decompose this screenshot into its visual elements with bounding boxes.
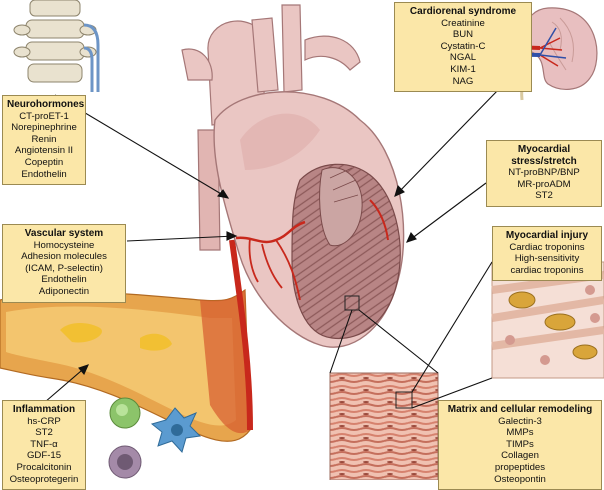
list-item: NGAL — [449, 52, 477, 64]
list-item: Endothelin — [21, 168, 67, 180]
biomarker-diagram — [0, 0, 604, 480]
connector-lines — [44, 87, 501, 409]
list-item: KIM-1 — [450, 63, 476, 75]
list-item: TNF-α — [30, 438, 58, 450]
list-item: Adiponectin — [38, 285, 90, 297]
list-item: Norepinephrine — [11, 122, 77, 134]
list-item: cardiac troponins — [510, 264, 584, 276]
list-item: Cardiac troponins — [509, 241, 585, 253]
box-title: Cardiorenal syndrome — [409, 6, 517, 17]
list-item: NAG — [452, 75, 474, 87]
list-item: Galectin-3 — [498, 415, 542, 427]
list-item: Cystatin-C — [440, 40, 486, 52]
list-item: Renin — [31, 133, 57, 145]
box-title: Neurohormones — [7, 99, 85, 110]
list-item: Homocysteine — [33, 239, 95, 251]
list-item: Collagen — [501, 450, 539, 462]
list-item: High-sensitivity — [514, 253, 580, 265]
list-item: Creatinine — [441, 17, 485, 29]
list-item: Adhesion molecules — [21, 251, 107, 263]
blood-vessel-illustration — [0, 239, 253, 442]
box-title: Myocardial injury — [505, 230, 589, 241]
list-item: BUN — [452, 29, 474, 41]
neurohormones-box: Neurohormones CT-proET-1 Norepinephrine … — [2, 95, 86, 186]
box-title: Myocardial stress/stretch — [511, 144, 577, 167]
myocardial-injury-box: Myocardial injury Cardiac troponins High… — [492, 226, 602, 282]
list-item: Endothelin — [41, 274, 87, 286]
list-item: GDF-15 — [26, 450, 62, 462]
myocardial-tissue-inset — [329, 372, 439, 480]
list-item: ST2 — [35, 427, 53, 439]
myocardial-stress-box: Myocardial stress/stretch NT-proBNP/BNP … — [486, 140, 602, 207]
list-item: Copeptin — [24, 156, 64, 168]
list-item: hs-CRP — [27, 415, 61, 427]
list-item: NT-proBNP/BNP — [508, 167, 580, 179]
spine-illustration — [13, 0, 100, 92]
vascular-system-box: Vascular system Homocysteine Adhesion mo… — [2, 224, 126, 303]
inflammation-box: Inflammation hs-CRP ST2 TNF-α GDF-15 Pro… — [2, 400, 86, 490]
inflammatory-cells — [108, 397, 202, 479]
list-item: MMPs — [506, 427, 534, 439]
list-item: Osteopontin — [494, 473, 546, 485]
list-item: propeptides — [494, 461, 546, 473]
matrix-remodeling-box: Matrix and cellular remodeling Galectin-… — [438, 400, 602, 490]
list-item: TIMPs — [506, 438, 534, 450]
list-item: Angiotensin II — [14, 145, 74, 157]
box-title: Vascular system — [24, 228, 104, 239]
list-item: MR-proADM — [517, 178, 571, 190]
cardiorenal-syndrome-box: Cardiorenal syndrome Creatinine BUN Cyst… — [394, 2, 532, 93]
list-item: ST2 — [535, 190, 553, 202]
list-item: (ICAM, P-selectin) — [25, 262, 103, 274]
box-title: Matrix and cellular remodeling — [447, 404, 593, 415]
list-item: Osteoprotegerin — [9, 473, 79, 485]
list-item: CT-proET-1 — [19, 110, 69, 122]
heart-illustration — [181, 4, 405, 348]
box-title: Inflammation — [12, 404, 76, 415]
list-item: Procalcitonin — [16, 461, 72, 473]
